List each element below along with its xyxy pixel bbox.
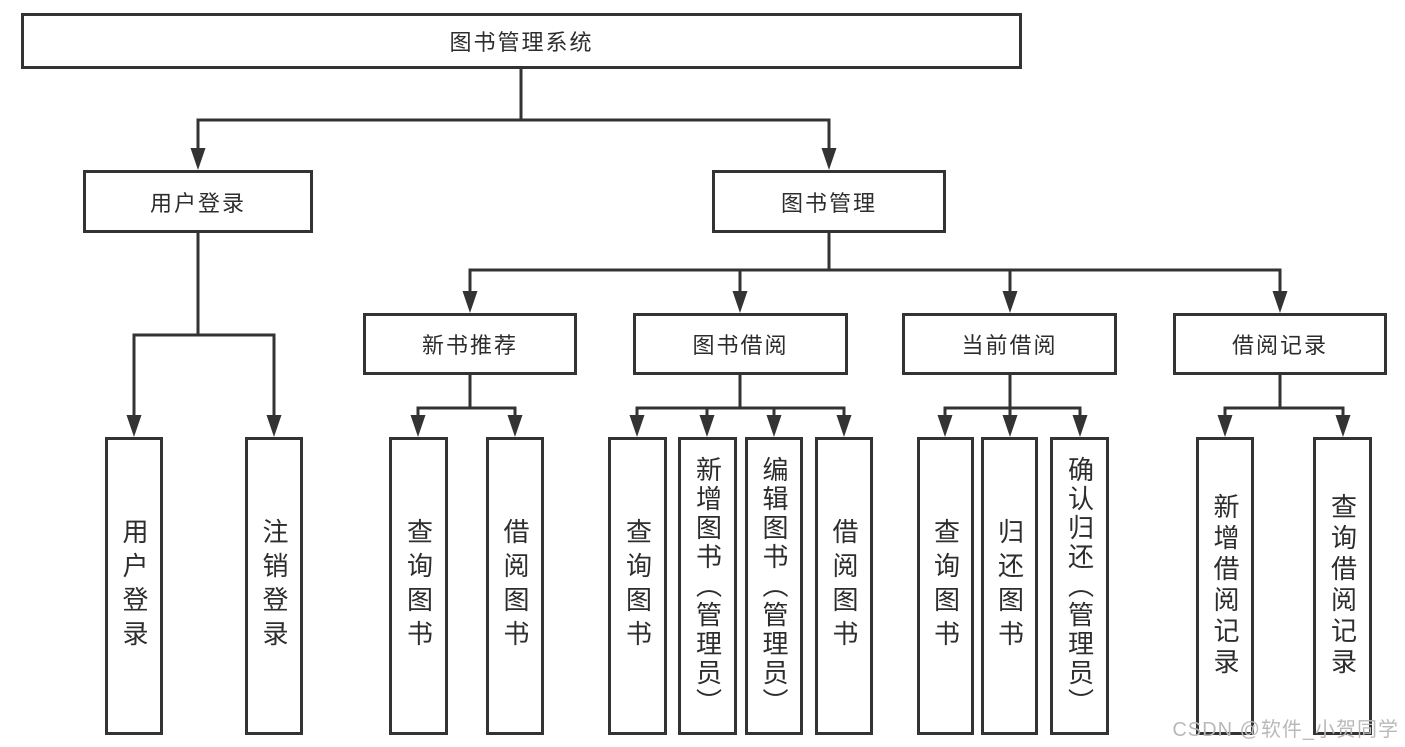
node-label: 图书管理 — [780, 190, 877, 216]
csdn-watermark: CSDN @软件_小贺同学 — [1172, 719, 1399, 741]
leaf-logout: 注销登录 — [245, 437, 303, 735]
node-library-management-system: 图书管理系统 — [21, 13, 1022, 69]
leaf-label: 归还图书 — [994, 518, 1025, 654]
leaf-label: 查询借阅记录 — [1327, 493, 1358, 679]
leaf-add-borrow-record: 新增借阅记录 — [1196, 437, 1254, 735]
node-label: 新书推荐 — [421, 333, 518, 358]
leaf-add-books-admin: 新增图书（管理员） — [678, 437, 737, 735]
leaf-label: 新增借阅记录 — [1210, 493, 1240, 679]
leaf-label: 查询图书 — [403, 518, 434, 654]
node-user-login: 用户登录 — [83, 170, 313, 233]
node-current-borrowing: 当前借阅 — [902, 313, 1117, 375]
leaf-label: 注销登录 — [259, 518, 289, 654]
leaf-label: 编辑图书（管理员） — [759, 455, 789, 717]
leaf-query-books-recommend: 查询图书 — [389, 437, 448, 735]
node-borrowing-records: 借阅记录 — [1173, 313, 1387, 375]
node-label: 图书借阅 — [692, 333, 789, 358]
leaf-edit-books-admin: 编辑图书（管理员） — [745, 437, 803, 735]
leaf-label: 新增图书（管理员） — [692, 455, 723, 717]
node-new-book-recommend: 新书推荐 — [363, 313, 577, 375]
leaf-query-borrow-record: 查询借阅记录 — [1313, 437, 1372, 735]
node-label: 借阅记录 — [1231, 333, 1328, 358]
leaf-label: 用户登录 — [119, 518, 149, 654]
leaf-borrow-books-recommend: 借阅图书 — [486, 437, 544, 735]
node-book-borrowing: 图书借阅 — [633, 313, 848, 375]
node-label: 当前借阅 — [961, 333, 1058, 358]
leaf-query-books-borrow: 查询图书 — [608, 437, 667, 735]
leaf-query-books-current: 查询图书 — [917, 437, 974, 735]
leaf-label: 借阅图书 — [500, 518, 530, 654]
tree-connectors — [126, 68, 1351, 437]
node-label: 图书管理系统 — [449, 30, 594, 55]
leaf-label: 确认归还（管理员） — [1064, 455, 1095, 717]
leaf-label: 查询图书 — [622, 518, 653, 654]
leaf-label: 查询图书 — [930, 518, 961, 654]
leaf-user-login: 用户登录 — [105, 437, 163, 735]
leaf-borrow-books: 借阅图书 — [815, 437, 873, 735]
leaf-label: 借阅图书 — [829, 518, 859, 654]
leaf-confirm-return-admin: 确认归还（管理员） — [1050, 437, 1109, 735]
leaf-return-books: 归还图书 — [981, 437, 1038, 735]
node-book-management: 图书管理 — [712, 170, 946, 233]
node-label: 用户登录 — [149, 190, 246, 216]
